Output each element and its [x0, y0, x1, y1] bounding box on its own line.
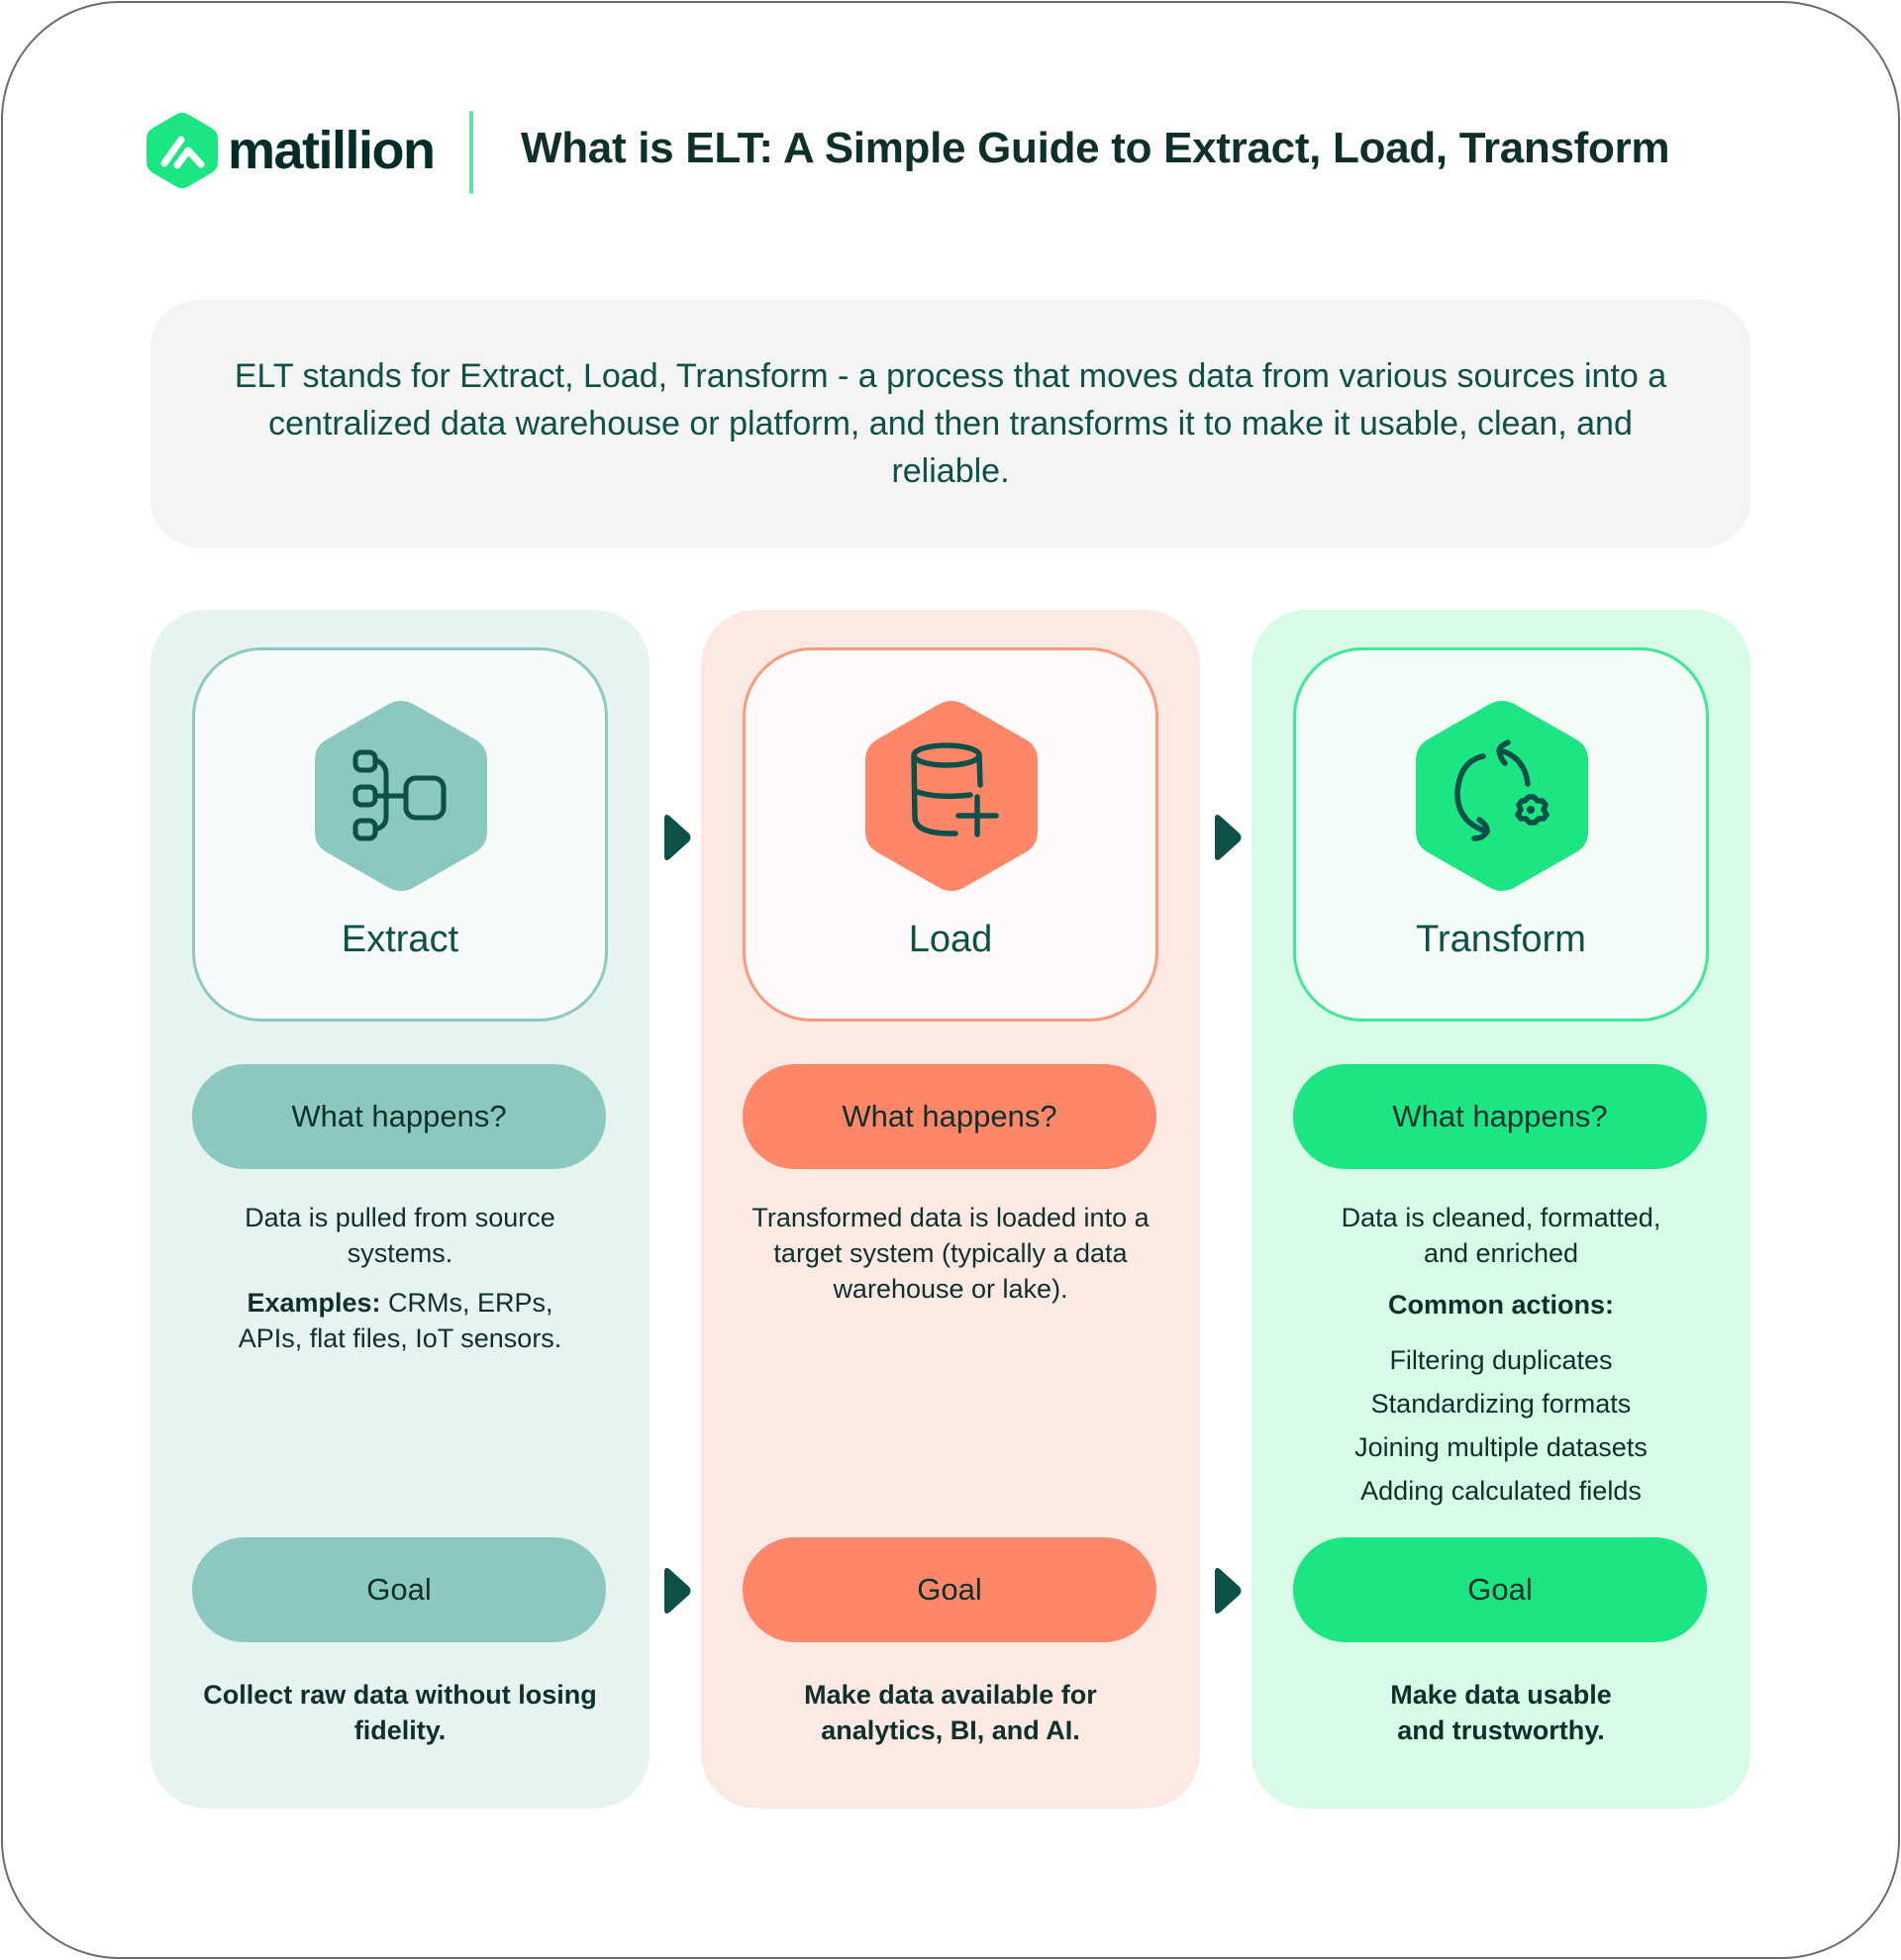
what-happens-pill-extract: What happens? [192, 1064, 606, 1169]
goal-pill-transform: Goal [1293, 1537, 1707, 1642]
stage-card-load: Load [743, 647, 1158, 1022]
goal-text-extract: Collect raw data without losing fidelity… [203, 1680, 597, 1745]
stage-description-extract: Data is pulled from source systems. Exam… [170, 1200, 630, 1370]
what-happens-pill-transform: What happens? [1293, 1064, 1707, 1169]
action-item: Filtering duplicates [1389, 1345, 1613, 1375]
stage-card-extract: Extract [192, 647, 608, 1022]
page-title: What is ELT: A Simple Guide to Extract, … [521, 124, 1670, 172]
stage-card-transform: Transform [1293, 647, 1709, 1022]
stage-title-load: Load [908, 919, 993, 960]
matillion-logo: matillion [147, 111, 436, 190]
goal-text-load: Make data available for analytics, BI, a… [804, 1680, 1097, 1745]
stage-title-extract: Extract [341, 919, 459, 960]
examples-text: CRMs, ERPs, APIs, flat files, IoT sensor… [238, 1288, 562, 1353]
stage-load: Load What happens? Transformed data is l… [701, 610, 1200, 1809]
extract-description: Data is pulled from source systems. [245, 1203, 555, 1268]
refresh-gear-icon [1416, 701, 1588, 891]
goal-pill-load: Goal [743, 1537, 1156, 1642]
intro-box: ELT stands for Extract, Load, Transform … [150, 300, 1751, 547]
header-divider [469, 111, 473, 194]
extract-examples: Examples: CRMs, ERPs, APIs, flat files, … [170, 1285, 630, 1356]
goal-text-transform: Make data usable and trustworthy. [1390, 1680, 1612, 1745]
matillion-logo-icon [147, 112, 218, 189]
action-item: Adding calculated fields [1360, 1476, 1642, 1506]
logo-wordmark: matillion [228, 121, 436, 180]
stage-description-load: Transformed data is loaded into a target… [721, 1200, 1180, 1321]
common-actions-list: Filtering duplicates Standardizing forma… [1271, 1338, 1731, 1513]
common-actions-label: Common actions: [1387, 1290, 1614, 1320]
what-happens-pill-load: What happens? [743, 1064, 1156, 1169]
flow-arrow-extract-to-load-icon [660, 813, 692, 862]
examples-label: Examples: [247, 1288, 381, 1318]
action-item: Standardizing formats [1370, 1389, 1632, 1419]
data-sources-merge-icon [315, 701, 487, 891]
transform-description: Data is cleaned, formatted, and enriched [1341, 1203, 1661, 1268]
extract-hexagon [315, 700, 487, 892]
load-hexagon [865, 700, 1038, 892]
load-description: Transformed data is loaded into a target… [751, 1203, 1150, 1304]
stage-extract: Extract What happens? Data is pulled fro… [150, 610, 650, 1809]
action-item: Joining multiple datasets [1354, 1432, 1648, 1462]
transform-hexagon [1416, 700, 1588, 892]
stage-description-transform: Data is cleaned, formatted, and enriched… [1271, 1200, 1731, 1513]
stage-transform: Transform What happens? Data is cleaned,… [1251, 610, 1751, 1809]
goal-arrow-load-to-transform-icon [1211, 1566, 1243, 1616]
goal-arrow-extract-to-load-icon [660, 1566, 692, 1616]
stage-title-transform: Transform [1416, 919, 1586, 960]
flow-arrow-load-to-transform-icon [1211, 813, 1243, 862]
intro-text: ELT stands for Extract, Load, Transform … [234, 357, 1667, 490]
goal-pill-extract: Goal [192, 1537, 606, 1642]
database-plus-icon [865, 701, 1038, 891]
